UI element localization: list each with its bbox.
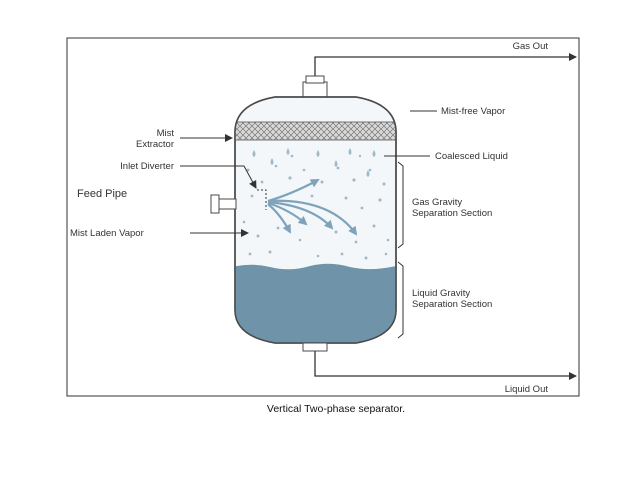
- label-gas-gravity-1: Gas Gravity: [412, 197, 462, 208]
- label-liquid-gravity-2: Separation Section: [412, 299, 492, 310]
- label-coalesced-liquid: Coalesced Liquid: [435, 151, 508, 162]
- label-inlet-diverter: Inlet Diverter: [120, 161, 174, 172]
- vapor-flow-arrows: [267, 179, 358, 236]
- figure-caption: Vertical Two-phase separator.: [267, 403, 405, 415]
- label-mist-extractor-1: Mist: [157, 128, 175, 139]
- leader-inlet-diverter: [180, 165, 257, 189]
- inlet-diverter: [257, 189, 267, 210]
- label-liquid-gravity-1: Liquid Gravity: [412, 288, 470, 299]
- label-gas-out: Gas Out: [513, 41, 549, 52]
- feed-pipe-nozzle: [210, 194, 237, 214]
- label-mist-extractor-2: Extractor: [136, 139, 174, 150]
- liquid-pool: [235, 263, 396, 343]
- label-feed-pipe: Feed Pipe: [77, 188, 127, 200]
- separator-vessel: [234, 96, 397, 344]
- label-leader-lines: [180, 110, 437, 237]
- label-gas-gravity-2: Separation Section: [412, 208, 492, 219]
- mist-extractor-pad: [235, 121, 396, 141]
- liquid-outlet-pipe: [302, 342, 577, 380]
- gas-gravity-bracket: [397, 161, 404, 249]
- outer-frame: [66, 37, 580, 397]
- gas-outlet-pipe: [302, 53, 577, 99]
- label-mist-laden-vapor: Mist Laden Vapor: [70, 228, 144, 239]
- label-liquid-out: Liquid Out: [505, 384, 549, 395]
- liquid-gravity-bracket: [397, 261, 404, 339]
- label-mist-free-vapor: Mist-free Vapor: [441, 106, 505, 117]
- coalesced-drops: [252, 148, 376, 177]
